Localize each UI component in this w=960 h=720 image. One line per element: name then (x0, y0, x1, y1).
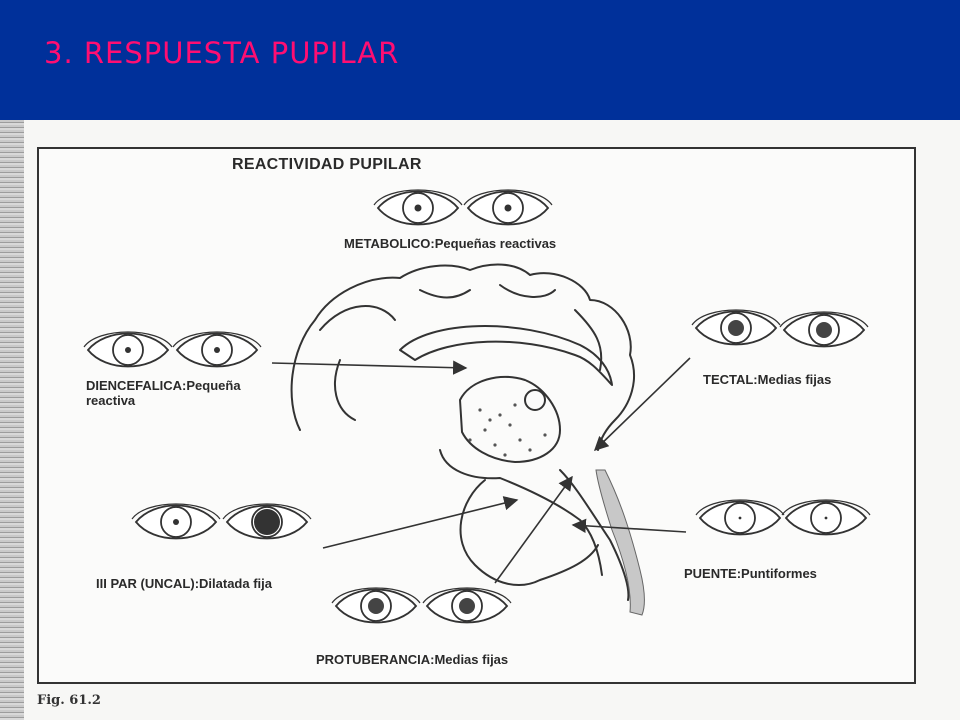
brain-gyri (319, 284, 603, 421)
eyes-tectal (691, 309, 869, 348)
label-metabolico: METABOLICO:Pequeñas reactivas (344, 236, 557, 251)
pupil-small (414, 204, 422, 212)
slide-header: 3. RESPUESTA PUPILAR (0, 0, 960, 120)
eyes-metabolico (373, 189, 553, 226)
arrow-puente (571, 518, 687, 533)
corpus-callosum (399, 325, 613, 386)
arrow-uncal (322, 496, 519, 549)
figure-caption: Fig. 61.2 (37, 693, 101, 708)
scan-page-edge (0, 120, 24, 720)
label-diencefalica: DIENCEFALICA:Pequeña reactiva (86, 378, 241, 408)
eyes-protuberancia (331, 587, 512, 624)
brainstem-stippled-strip (595, 469, 645, 616)
diencephalon-region (459, 375, 561, 463)
brain-outline (290, 263, 635, 451)
arrow-tectal (593, 357, 691, 452)
pupil-small (504, 204, 512, 212)
eyes-diencefalica (83, 331, 262, 368)
arrow-diencefalica (271, 360, 468, 375)
label-tectal: TECTAL:Medias fijas (703, 372, 832, 387)
thalamic-nucleus (524, 389, 546, 411)
label-uncal: III PAR (UNCAL):Dilatada fija (96, 576, 272, 591)
label-protuberancia: PROTUBERANCIA:Medias fijas (316, 652, 509, 667)
figure-heading: REACTIVIDAD PUPILAR (232, 156, 422, 173)
eyes-puente (695, 499, 871, 536)
arrow-protuberancia (494, 475, 573, 584)
brainstem-outline (439, 449, 630, 601)
label-puente: PUENTE:Puntiformes (684, 566, 817, 581)
eyes-uncal (131, 503, 312, 540)
cerebellum-outline (459, 479, 599, 586)
slide-title: 3. RESPUESTA PUPILAR (44, 36, 400, 70)
